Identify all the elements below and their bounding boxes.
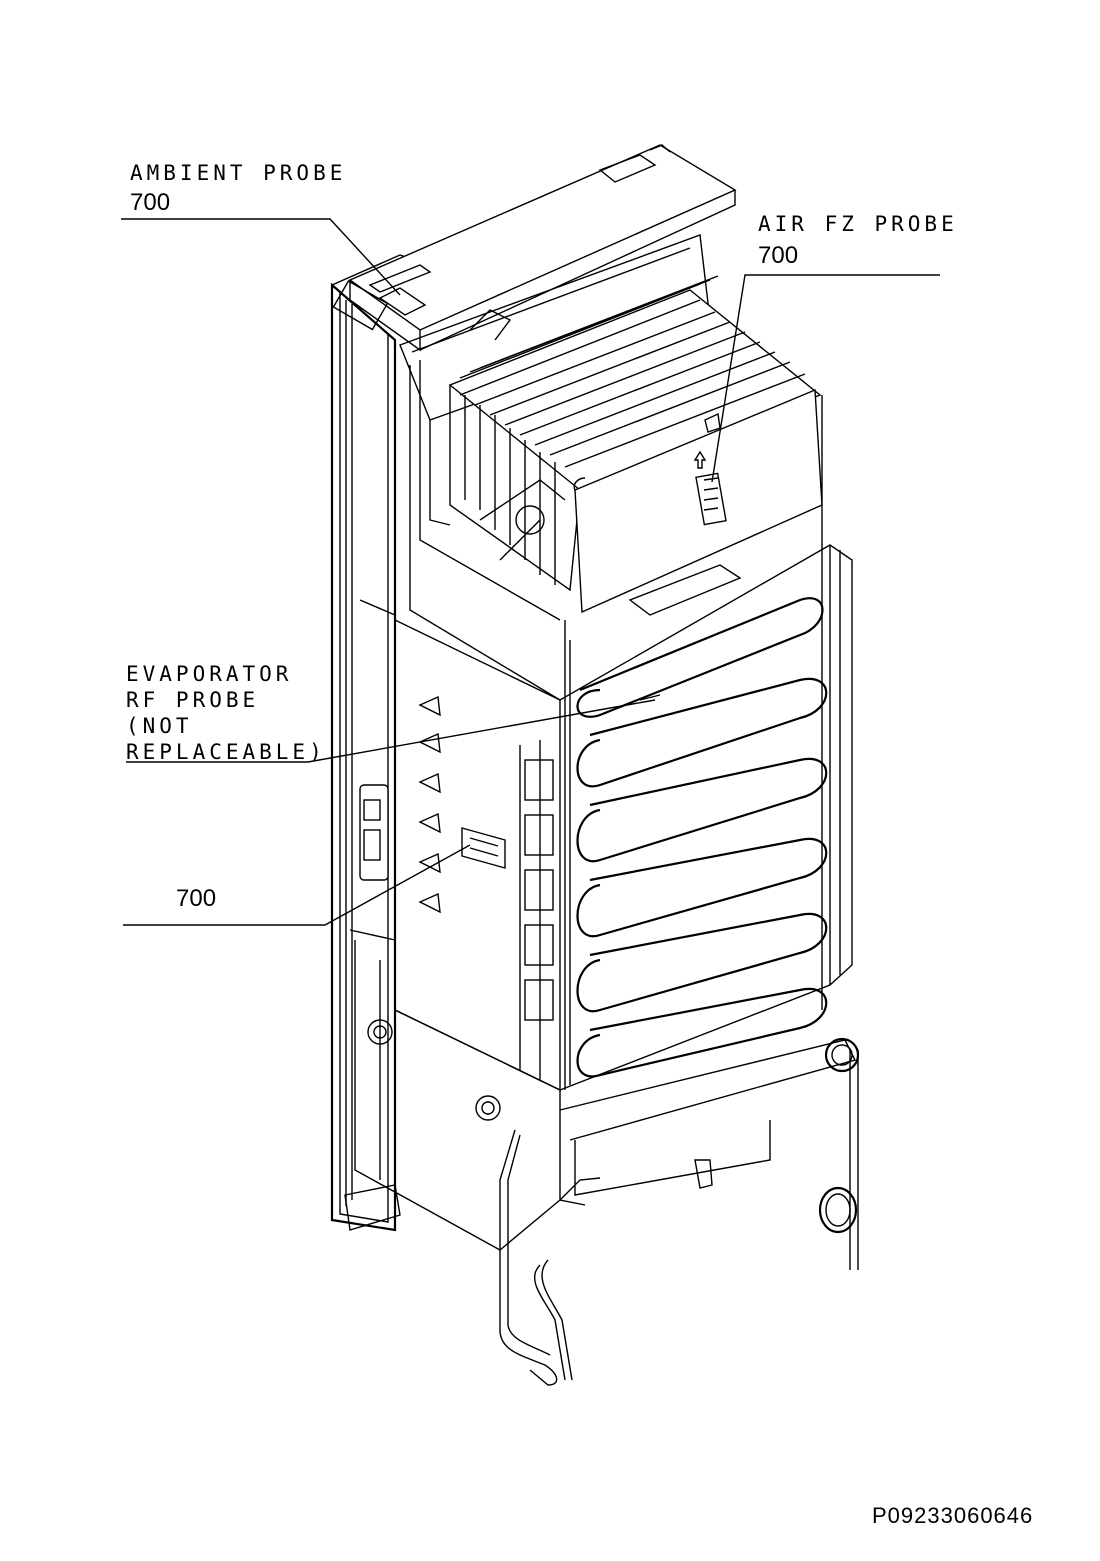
evaporator-coil: [448, 275, 822, 592]
evaporator-rf-probe-line-2: RF PROBE: [126, 688, 259, 712]
door-hinge-bracket: [359, 784, 389, 881]
evaporator-rf-probe-line-3: (NOT: [126, 714, 193, 738]
side-channel: [519, 740, 554, 1080]
air-fz-probe-title: AIR FZ PROBE: [758, 212, 958, 236]
air-fz-probe-leader: [711, 274, 940, 483]
refrigerant-tubing: [499, 1037, 860, 1386]
drawing-code: P09233060646: [872, 1503, 1033, 1528]
leader-lines: [121, 218, 940, 926]
ambient-probe-label: AMBIENT PROBE 700: [130, 161, 346, 216]
top-cover-assembly: [332, 144, 737, 352]
evaporator-rf-probe-line-4: REPLACEABLE): [126, 740, 326, 764]
ambient-probe-code: 700: [130, 189, 170, 216]
ambient-probe-leader: [121, 218, 401, 296]
bottom-callout-leader: [123, 844, 471, 926]
cabinet-back: [349, 544, 853, 1251]
lower-compartment: [344, 1019, 857, 1231]
evaporator-rf-probe-leader: [126, 699, 656, 763]
vent-openings: [418, 695, 441, 914]
bottom-callout-label: 700: [176, 885, 216, 912]
evaporator-rf-probe-line-1: EVAPORATOR: [126, 662, 292, 686]
bottom-callout-code: 700: [176, 885, 216, 912]
evaporator-rf-probe-label: EVAPORATOR RF PROBE (NOT REPLACEABLE): [126, 662, 326, 764]
condenser-serpentine: [564, 395, 828, 1090]
air-fz-probe-label: AIR FZ PROBE 700: [758, 212, 958, 269]
rf-probe-connector: [461, 827, 506, 869]
ambient-probe-title: AMBIENT PROBE: [130, 161, 346, 185]
cabinet-side-panel: [330, 254, 421, 1232]
air-fz-probe-code: 700: [758, 242, 798, 269]
